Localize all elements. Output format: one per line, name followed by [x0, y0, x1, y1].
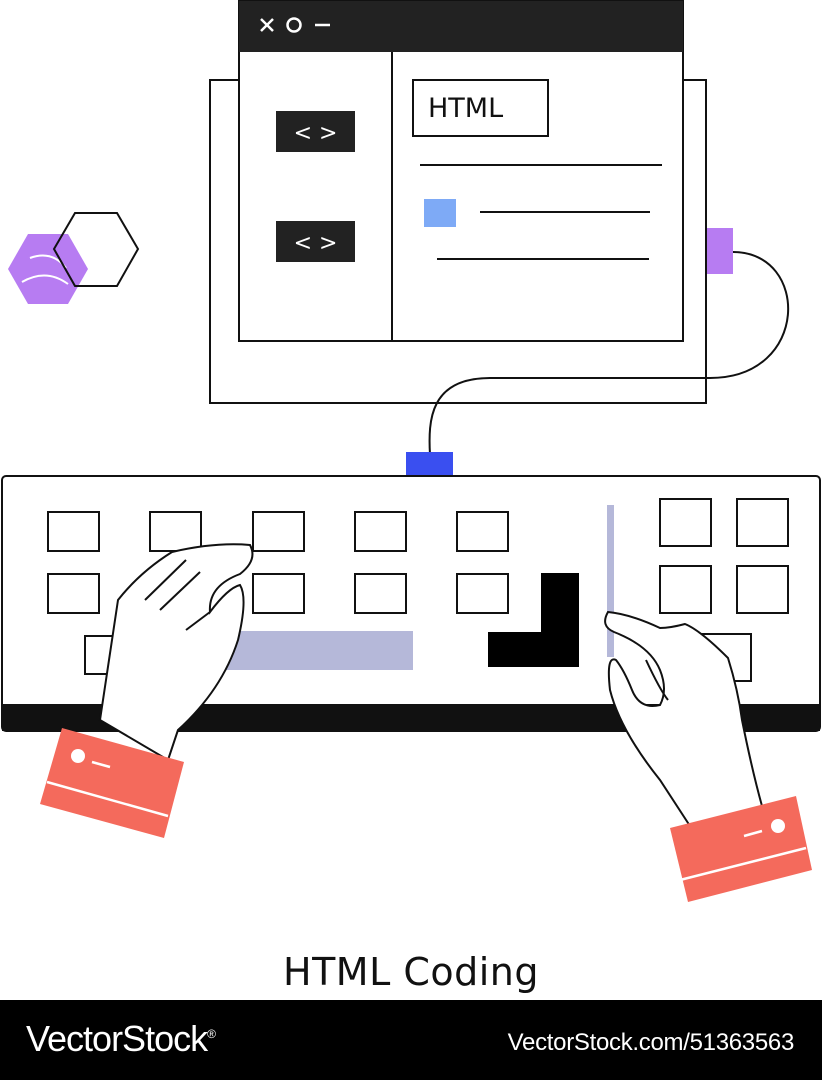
key[interactable] — [47, 573, 100, 614]
window-title-bar — [239, 1, 683, 52]
key[interactable] — [47, 511, 100, 552]
cable-plug-purple — [707, 228, 733, 274]
key[interactable] — [354, 511, 407, 552]
cable-plug-blue — [406, 452, 453, 476]
key[interactable] — [659, 498, 712, 547]
maximize-icon[interactable] — [286, 17, 302, 33]
enter-key[interactable] — [488, 573, 579, 667]
right-sleeve-cuff — [670, 796, 812, 902]
illustration: < > < > HTML — [1, 0, 821, 902]
browser-window: < > < > HTML — [238, 0, 684, 342]
key[interactable] — [736, 498, 789, 547]
key[interactable] — [736, 565, 789, 614]
hexagon-decoration — [8, 212, 140, 304]
key[interactable] — [252, 511, 305, 552]
registered-mark: ® — [207, 1027, 216, 1041]
cable — [428, 251, 790, 456]
brand-logo[interactable]: VectorStock® — [26, 1018, 216, 1060]
key[interactable] — [659, 565, 712, 614]
bullet-square — [424, 199, 456, 227]
code-button-1[interactable]: < > — [276, 111, 355, 152]
keyboard-divider — [607, 505, 614, 657]
footer-bar: VectorStock® VectorStock.com/51363563 — [0, 1000, 822, 1080]
key[interactable] — [149, 511, 202, 552]
right-hand — [604, 610, 764, 828]
key[interactable] — [354, 573, 407, 614]
code-icon: < > — [294, 231, 338, 256]
key[interactable] — [456, 511, 509, 552]
image-url[interactable]: VectorStock.com/51363563 — [507, 1029, 795, 1056]
left-hand — [98, 543, 254, 762]
brand-name: VectorStock — [26, 1018, 208, 1059]
caption-title: HTML Coding — [283, 950, 539, 994]
html-label-box — [412, 79, 549, 137]
code-button-2[interactable]: < > — [276, 221, 355, 262]
left-sleeve-cuff — [40, 728, 184, 838]
close-icon[interactable] — [260, 18, 274, 32]
code-icon: < > — [294, 121, 338, 146]
key[interactable] — [252, 573, 305, 614]
html-label: HTML — [428, 93, 503, 124]
key[interactable] — [456, 573, 509, 614]
